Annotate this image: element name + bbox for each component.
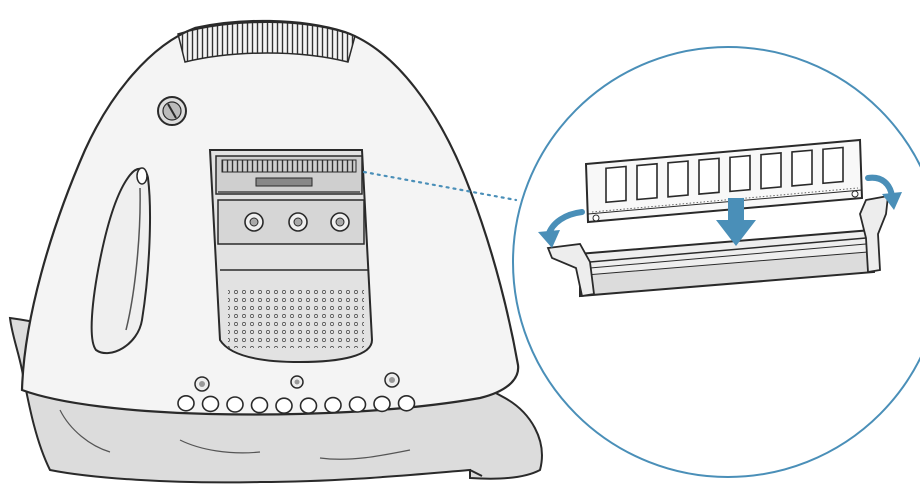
memory-chip-1	[605, 165, 627, 204]
panel-screw-1	[244, 212, 264, 232]
curved-arrow-right-icon	[865, 174, 902, 210]
panel-screw-2	[288, 212, 308, 232]
left-latch	[546, 243, 596, 298]
callout-leader-line	[362, 170, 518, 202]
rear-port-9	[373, 395, 391, 413]
memory-chip-3	[667, 160, 689, 198]
panel-screw-3	[330, 212, 350, 232]
rear-port-5	[275, 397, 293, 415]
zoom-callout	[512, 46, 920, 478]
memory-chip-2	[636, 162, 658, 201]
rear-port-7	[324, 396, 342, 414]
rear-port-6	[299, 397, 318, 415]
memory-chip-8	[822, 146, 844, 185]
curved-arrow-left-icon	[538, 209, 585, 248]
right-latch	[859, 194, 890, 274]
rear-port-10	[397, 394, 416, 412]
access-panel	[208, 149, 374, 364]
memory-chip-4	[698, 157, 720, 195]
rear-port-2	[201, 395, 220, 413]
rear-port-8	[348, 396, 367, 413]
memory-chip-5	[729, 154, 751, 193]
memory-chips	[605, 146, 844, 204]
rear-fixtures	[194, 372, 400, 392]
memory-chip-6	[760, 152, 782, 190]
rear-port-1	[177, 394, 195, 412]
panel-screws	[244, 212, 350, 232]
memory-module	[584, 138, 864, 224]
memory-chip-7	[791, 149, 813, 187]
rear-port-4	[250, 396, 269, 414]
arrow-down-icon	[716, 198, 756, 246]
rear-port-3	[226, 396, 244, 413]
rear-ports-row	[177, 394, 416, 415]
